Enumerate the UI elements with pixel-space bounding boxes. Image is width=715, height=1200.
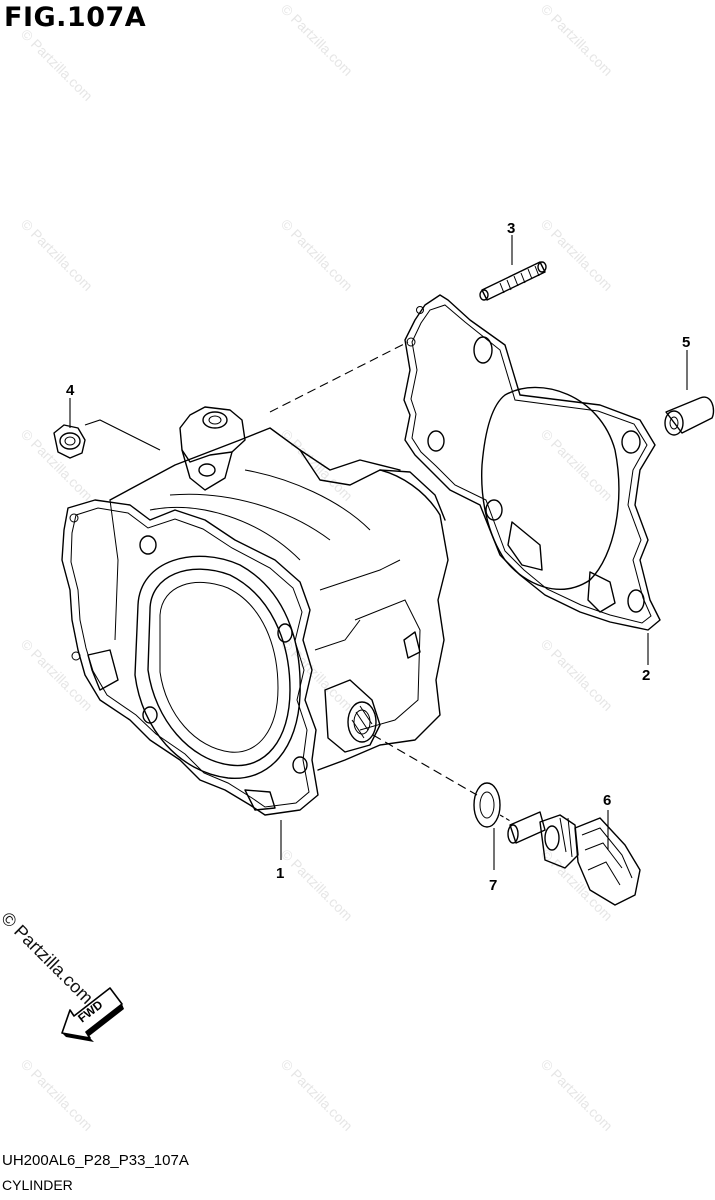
callout-3: 3 bbox=[507, 220, 515, 237]
figure-title: FIG.107A bbox=[4, 2, 147, 33]
diagram-name: CYLINDER bbox=[2, 1177, 73, 1193]
gasket-part-2 bbox=[403, 294, 661, 631]
watermark-layer: © Partzilla.com © Partzilla.com © Partzi… bbox=[18, 1, 616, 1134]
watermark: © Partzilla.com bbox=[18, 636, 96, 714]
watermark: © Partzilla.com bbox=[18, 26, 96, 104]
callout-6: 6 bbox=[603, 792, 611, 809]
leader-lines bbox=[69, 235, 688, 870]
watermark: © Partzilla.com bbox=[538, 636, 616, 714]
watermark: © Partzilla.com bbox=[18, 216, 96, 294]
watermark: © Partzilla.com bbox=[538, 216, 616, 294]
watermark: © Partzilla.com bbox=[538, 426, 616, 504]
callout-1: 1 bbox=[276, 865, 284, 882]
watermark: © Partzilla.com bbox=[538, 1056, 616, 1134]
nut-part-4 bbox=[53, 424, 86, 459]
callout-labels: 1 2 3 4 5 6 7 bbox=[66, 220, 690, 894]
callout-7: 7 bbox=[489, 877, 497, 894]
stud-bolt-part-3 bbox=[479, 261, 547, 301]
diagram-code: UH200AL6_P28_P33_107A bbox=[2, 1152, 189, 1169]
fwd-arrow-icon: FWD bbox=[61, 987, 124, 1042]
watermark: © Partzilla.com bbox=[538, 846, 616, 924]
watermark: © Partzilla.com bbox=[278, 216, 356, 294]
watermark: © Partzilla.com bbox=[278, 1056, 356, 1134]
watermark: © Partzilla.com bbox=[278, 1, 356, 79]
watermark: © Partzilla.com bbox=[18, 1056, 96, 1134]
cylinder-part-1 bbox=[61, 406, 449, 816]
watermark: © Partzilla.com bbox=[278, 846, 356, 924]
callout-4: 4 bbox=[66, 382, 75, 399]
dowel-pin-part-5 bbox=[664, 396, 715, 436]
callout-2: 2 bbox=[642, 667, 650, 684]
callout-5: 5 bbox=[682, 334, 690, 351]
watermark: © Partzilla.com bbox=[538, 1, 616, 79]
washer-part-7 bbox=[473, 782, 501, 828]
